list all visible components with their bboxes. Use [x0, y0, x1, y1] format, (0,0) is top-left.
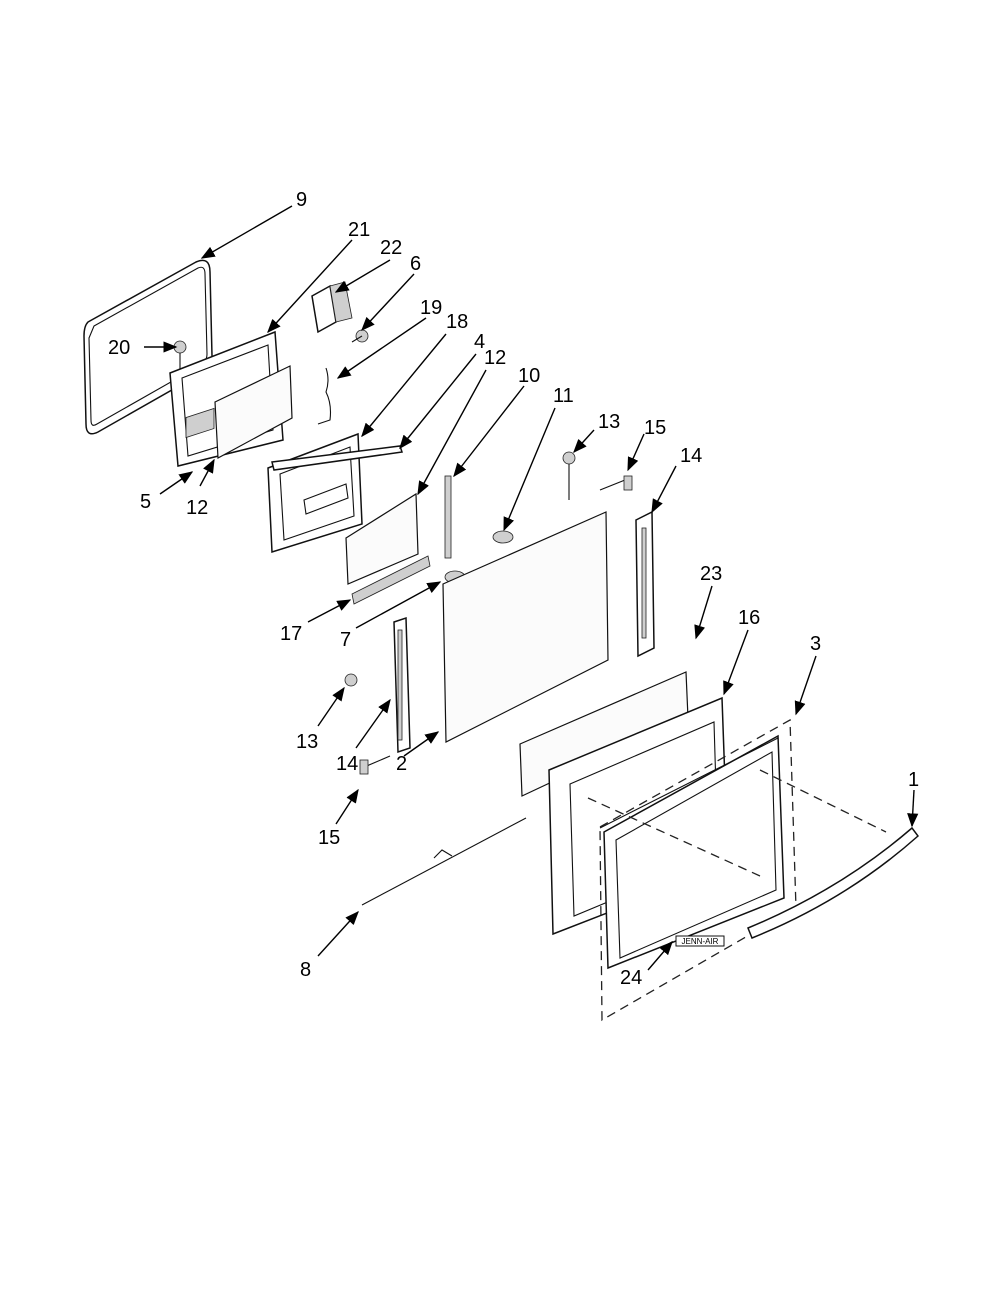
part-12-glass-upper: [214, 365, 293, 459]
callout-1: 1: [908, 769, 919, 791]
callout-labels: 9 21 22 6 20 19 18 4 12 10 11 13 15 14 5…: [108, 189, 919, 989]
callout-6: 6: [410, 253, 421, 275]
part-24-outer-panel: JENN-AIR: [599, 734, 785, 970]
badge-text: JENN-AIR: [682, 937, 719, 946]
callout-2: 2: [396, 753, 407, 775]
callout-10: 10: [518, 365, 540, 387]
part-12-glass-middle: [345, 492, 419, 585]
callout-16: 16: [738, 607, 760, 629]
part-4-trim-strip: [271, 445, 403, 471]
callout-23: 23: [700, 563, 722, 585]
callout-14-right: 14: [680, 445, 702, 467]
part-13-screw-upper: [562, 451, 576, 500]
callout-7: 7: [340, 629, 351, 651]
part-19-clip: [317, 367, 332, 425]
callout-24: 24: [620, 967, 642, 989]
part-8-rod: [361, 817, 527, 906]
callout-15-bottom: 15: [318, 827, 340, 849]
callout-13-top: 13: [598, 411, 620, 433]
callout-4: 4: [474, 331, 485, 353]
callout-20: 20: [108, 337, 130, 359]
callout-11: 11: [553, 385, 574, 407]
part-15-bracket-lower: [359, 755, 391, 775]
part-22-hinge: [311, 281, 353, 334]
part-2-inner-glass: [442, 511, 609, 743]
callout-18: 18: [446, 311, 468, 333]
callout-19: 19: [420, 297, 442, 319]
callout-21: 21: [348, 219, 370, 241]
part-13-screw-lower: [344, 673, 358, 687]
callout-13-bottom: 13: [296, 731, 318, 753]
callout-14-left: 14: [336, 753, 358, 775]
callout-17: 17: [280, 623, 302, 645]
part-11-clip: [492, 530, 514, 544]
part-1-handle: [747, 826, 920, 939]
part-6-screw: [351, 329, 369, 343]
callout-12-top: 12: [484, 347, 506, 369]
callout-3: 3: [810, 633, 821, 655]
callout-15-top: 15: [644, 417, 666, 439]
assembly-guides: [587, 769, 887, 877]
callout-5: 5: [140, 491, 151, 513]
callout-8: 8: [300, 959, 311, 981]
part-14-side-channel-right: [635, 510, 655, 658]
leader-lines: [144, 205, 919, 971]
part-10-strip: [444, 475, 452, 559]
part-15-bracket-upper: [599, 475, 633, 491]
part-14-side-channel-left: [393, 616, 411, 754]
callout-12-left: 12: [186, 497, 208, 519]
callout-22: 22: [380, 237, 402, 259]
part-17-channel: [351, 555, 431, 605]
part-18-inner-frame: [267, 432, 363, 554]
callout-9: 9: [296, 189, 307, 211]
